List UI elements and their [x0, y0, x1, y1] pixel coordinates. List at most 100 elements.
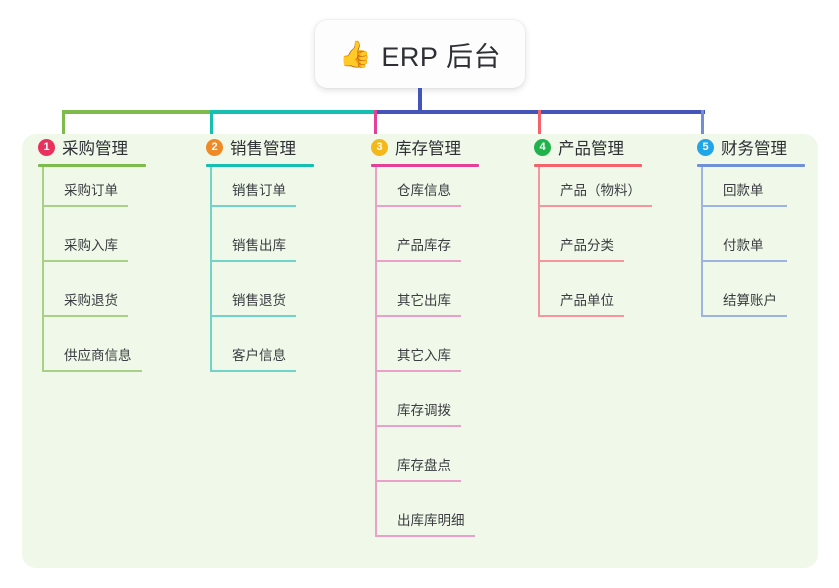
branch-item[interactable]: 仓库信息: [371, 167, 479, 222]
branch-item[interactable]: 出库库明细: [371, 497, 479, 552]
branch-item-underline: [210, 370, 296, 372]
branch-item[interactable]: 采购入库: [38, 222, 146, 277]
branch-item-underline: [375, 480, 461, 482]
branch-item-label: 销售出库: [232, 238, 286, 253]
branch-underline-5: [697, 164, 805, 167]
branch-header-5[interactable]: 5 财务管理: [697, 134, 805, 160]
branch-underline-4: [534, 164, 642, 167]
branch-item[interactable]: 结算账户: [697, 277, 805, 332]
connector-segment-1: [62, 110, 210, 114]
branch-item-label: 产品分类: [560, 238, 614, 253]
branch-item-underline: [375, 205, 461, 207]
branch-item[interactable]: 采购订单: [38, 167, 146, 222]
branch-item-label: 仓库信息: [397, 183, 451, 198]
branch-header-3[interactable]: 3 库存管理: [371, 134, 479, 160]
branch-item[interactable]: 付款单: [697, 222, 805, 277]
connector-drop-3: [374, 110, 377, 150]
branch-item[interactable]: 客户信息: [206, 332, 314, 387]
branch-badge-3: 3: [371, 138, 388, 156]
branch-item[interactable]: 销售退货: [206, 277, 314, 332]
connector-segment-4: [538, 110, 701, 114]
branch-title-1: 采购管理: [62, 140, 128, 158]
connector-drop-1: [62, 110, 65, 150]
branch-item-label: 供应商信息: [64, 348, 132, 363]
branch-item-label: 客户信息: [232, 348, 286, 363]
branch-item[interactable]: 产品库存: [371, 222, 479, 277]
branch-underline-2: [206, 164, 314, 167]
branch-column-1: 1 采购管理采购订单采购入库采购退货供应商信息: [38, 134, 146, 387]
branch-item[interactable]: 产品（物料）: [534, 167, 652, 222]
root-stem-connector: [418, 88, 422, 112]
branch-header-1[interactable]: 1 采购管理: [38, 134, 146, 160]
branch-item-label: 其它出库: [397, 293, 451, 308]
branch-children-1: 采购订单采购入库采购退货供应商信息: [38, 167, 146, 387]
branch-item[interactable]: 库存盘点: [371, 442, 479, 497]
root-node[interactable]: 👍 ERP 后台: [315, 20, 525, 88]
branch-badge-4: 4: [534, 138, 551, 156]
branch-badge-2: 2: [206, 138, 223, 156]
branch-children-2: 销售订单销售出库销售退货客户信息: [206, 167, 314, 387]
branches-panel: 1 采购管理采购订单采购入库采购退货供应商信息 2 销售管理销售订单销售出库销售退货客…: [22, 134, 818, 568]
branch-title-3: 库存管理: [395, 140, 461, 158]
branch-item-label: 其它入库: [397, 348, 451, 363]
branch-item-label: 付款单: [723, 238, 764, 253]
connector-segment-2: [210, 110, 374, 114]
branch-item-label: 库存调拨: [397, 403, 451, 418]
branch-item[interactable]: 其它入库: [371, 332, 479, 387]
branch-item[interactable]: 库存调拨: [371, 387, 479, 442]
branch-item[interactable]: 采购退货: [38, 277, 146, 332]
branch-item-label: 回款单: [723, 183, 764, 198]
root-title: ERP 后台: [381, 41, 501, 72]
branch-item[interactable]: 供应商信息: [38, 332, 146, 387]
branch-item-underline: [538, 315, 624, 317]
branch-spine-2: [210, 167, 212, 372]
branch-item-label: 库存盘点: [397, 458, 451, 473]
branch-item-label: 采购入库: [64, 238, 118, 253]
branch-column-3: 3 库存管理仓库信息产品库存其它出库其它入库库存调拨库存盘点出库库明细: [371, 134, 479, 552]
branch-item-underline: [375, 260, 461, 262]
branch-badge-5: 5: [697, 138, 714, 156]
branch-item-label: 出库库明细: [397, 513, 465, 528]
branch-item[interactable]: 其它出库: [371, 277, 479, 332]
branch-title-5: 财务管理: [721, 140, 787, 158]
branch-spine-5: [701, 167, 703, 317]
branch-item-label: 产品库存: [397, 238, 451, 253]
branch-children-3: 仓库信息产品库存其它出库其它入库库存调拨库存盘点出库库明细: [371, 167, 479, 552]
branch-column-5: 5 财务管理回款单付款单结算账户: [697, 134, 805, 332]
branch-title-2: 销售管理: [230, 140, 296, 158]
branch-item-underline: [538, 205, 652, 207]
branch-item-label: 采购订单: [64, 183, 118, 198]
branch-item[interactable]: 销售出库: [206, 222, 314, 277]
branch-spine-4: [538, 167, 540, 317]
branch-item-label: 产品单位: [560, 293, 614, 308]
branch-item-underline: [375, 370, 461, 372]
branch-title-4: 产品管理: [558, 140, 624, 158]
branch-item-label: 销售退货: [232, 293, 286, 308]
branch-item-underline: [375, 535, 475, 537]
branch-item-underline: [210, 260, 296, 262]
branch-item-label: 产品（物料）: [560, 183, 641, 198]
branch-badge-1: 1: [38, 138, 55, 156]
connector-drop-2: [210, 110, 213, 150]
branch-item[interactable]: 回款单: [697, 167, 805, 222]
branch-item-underline: [375, 425, 461, 427]
branch-item-underline: [701, 260, 787, 262]
branch-spine-3: [375, 167, 377, 537]
branch-item-underline: [42, 260, 128, 262]
branch-item-underline: [210, 315, 296, 317]
branch-item-underline: [701, 315, 787, 317]
branch-item[interactable]: 销售订单: [206, 167, 314, 222]
branch-header-4[interactable]: 4 产品管理: [534, 134, 642, 160]
branch-item[interactable]: 产品单位: [534, 277, 642, 332]
branch-item-underline: [42, 370, 142, 372]
branch-header-2[interactable]: 2 销售管理: [206, 134, 314, 160]
connector-drop-4: [538, 110, 541, 150]
branch-spine-1: [42, 167, 44, 372]
branch-item[interactable]: 产品分类: [534, 222, 642, 277]
branch-column-4: 4 产品管理产品（物料） 产品分类产品单位: [534, 134, 652, 332]
connector-drop-5: [701, 110, 704, 150]
connector-segment-3: [374, 110, 538, 114]
branch-item-underline: [210, 205, 296, 207]
branch-underline-3: [371, 164, 479, 167]
